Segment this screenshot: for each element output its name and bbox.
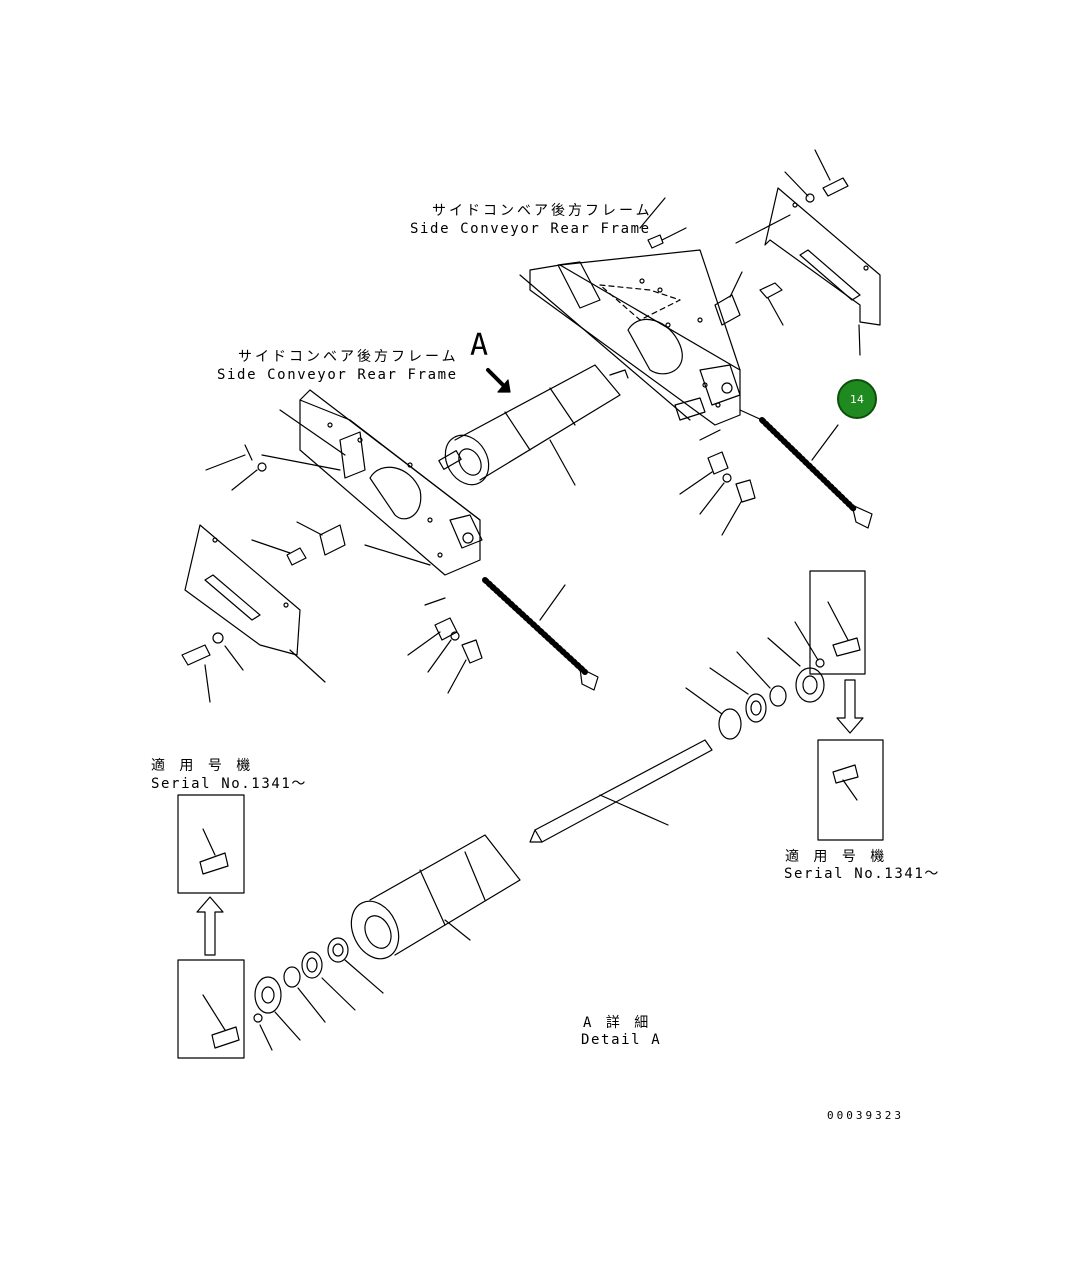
- upper-rear-frame: [519, 249, 741, 426]
- drawing-number: 00039323: [827, 1109, 904, 1122]
- upper-cover-plate: [735, 187, 881, 356]
- right-transition-arrow: [836, 679, 864, 734]
- detail-shaft-assembly: [529, 621, 825, 843]
- detail-jp-label: A 詳 細: [583, 1015, 652, 1031]
- serial-en-label-right: Serial No.1341〜: [784, 866, 941, 882]
- serial-en-label-left: Serial No.1341〜: [151, 776, 308, 792]
- upper-hardware: [639, 149, 849, 536]
- left-inset-serial: [177, 794, 245, 894]
- left-inset-original: [177, 959, 245, 1059]
- right-inset-original: [809, 570, 866, 675]
- rear-frame-en-label-left: Side Conveyor Rear Frame: [217, 367, 458, 383]
- left-transition-arrow: [196, 896, 224, 956]
- right-inset-serial: [817, 739, 884, 841]
- rear-frame-en-label-upper: Side Conveyor Rear Frame: [410, 221, 651, 237]
- left-rear-frame: [261, 389, 483, 576]
- rear-frame-jp-label-upper: サイドコンベア後方フレーム: [432, 203, 653, 219]
- view-marker-label: A: [470, 328, 489, 363]
- left-threaded-rod: [482, 577, 599, 691]
- lower-bearing-stack: [253, 937, 384, 1051]
- serial-jp-label-right: 適 用 号 機: [785, 849, 888, 865]
- upper-threaded-rod: [739, 409, 873, 529]
- view-arrow: [486, 368, 511, 393]
- part-callout-badge[interactable]: 14: [837, 379, 877, 419]
- left-cover-plate: [184, 524, 326, 683]
- upper-roller: [438, 364, 629, 486]
- serial-jp-label-left: 適 用 号 機: [151, 758, 254, 774]
- lower-roller: [350, 834, 521, 960]
- left-hardware: [181, 444, 483, 703]
- rear-frame-jp-label-left: サイドコンベア後方フレーム: [238, 349, 459, 365]
- detail-en-label: Detail A: [581, 1032, 662, 1048]
